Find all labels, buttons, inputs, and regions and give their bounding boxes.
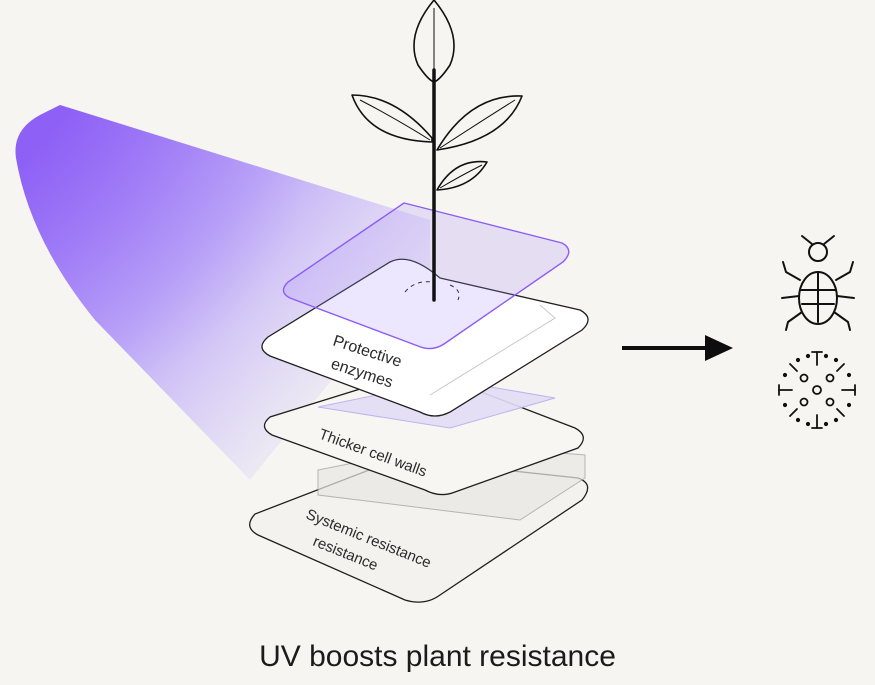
right-arrow-icon (622, 335, 733, 361)
layer-protective-enzymes: Protective enzymes (261, 258, 589, 417)
diagram-caption: UV boosts plant resistance (259, 640, 616, 673)
insect-icon (781, 235, 855, 331)
layer-uv-absorbing-top (282, 202, 570, 350)
uv-beam (15, 105, 430, 480)
plant-sprout-icon (351, 0, 523, 302)
pathogen-microbe-icon (778, 351, 856, 429)
